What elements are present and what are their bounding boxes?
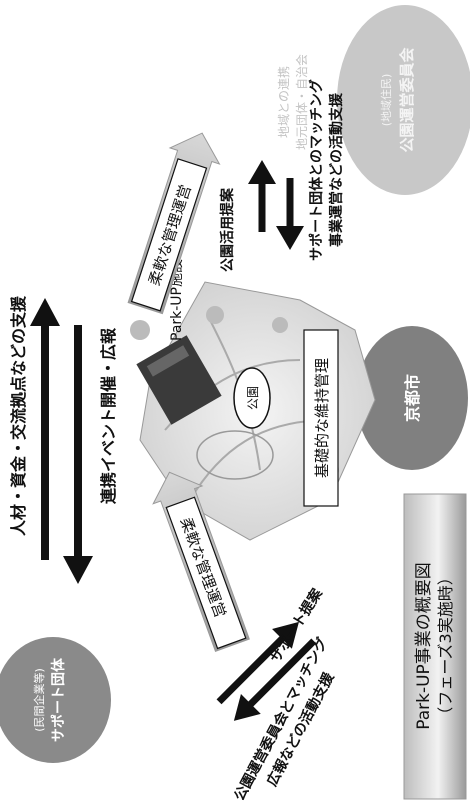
tree-icon — [130, 320, 150, 340]
local-groups-label: 地域との連携 地元団体・自治会 — [276, 54, 309, 150]
committee-up-label: 公園活用提案 — [219, 187, 236, 272]
flexible-ops-top-box — [130, 158, 208, 312]
committee-down-line2: 事業運営などの活動支援 — [328, 92, 345, 247]
park-label: 公園 — [246, 386, 260, 410]
flexible-ops-left-banner: 柔軟な管理運営 — [152, 471, 250, 652]
flexible-ops-left-box — [165, 496, 247, 650]
tree-icon — [272, 317, 288, 333]
kyoto-city-node — [356, 326, 468, 470]
flexible-ops-top-banner: 柔軟な管理運営 — [127, 132, 221, 315]
title-line1: Park-UP事業の概要図 — [414, 562, 434, 730]
arrow-down-head — [63, 556, 93, 584]
park-label-ellipse — [233, 367, 271, 429]
maintenance-box — [303, 329, 339, 507]
center-double-arrow — [30, 298, 93, 584]
support-org-role: (民間企業等) — [32, 668, 46, 732]
support-org-node — [0, 637, 111, 763]
support-double-arrow — [216, 621, 317, 721]
center-up-label: 人材・資金・交流拠点などの支援 — [9, 295, 28, 536]
park-committee-node — [337, 5, 470, 195]
park-committee-role: (地域住民) — [379, 74, 393, 127]
maintenance-label: 基礎的な維持管理 — [313, 358, 331, 478]
title-group: Park-UP事業の概要図 （フェーズ3実施時） — [414, 562, 455, 730]
title-line2: （フェーズ3実施時） — [436, 569, 455, 722]
kyoto-city-name: 京都市 — [403, 374, 422, 422]
support-org-label: (民間企業等) サポート団体 — [32, 657, 67, 742]
arrow-up-head — [30, 298, 60, 326]
support-org-name: サポート団体 — [50, 657, 67, 742]
center-down-label: 連携イベント開催・広報 — [99, 327, 118, 504]
committee-down-line1: サポート団体とのマッチング — [308, 79, 325, 261]
title-box — [403, 493, 467, 800]
local-groups-line2: 地元団体・自治会 — [295, 54, 309, 150]
kyoto-city-label-group: 京都市 — [403, 374, 422, 422]
park-committee-name: 公園運営委員会 — [398, 47, 416, 152]
tree-icon — [206, 306, 224, 324]
facility-building-icon — [136, 335, 222, 425]
park-committee-label: (地域住民) 公園運営委員会 — [379, 47, 416, 152]
facility-roof-icon — [146, 345, 190, 377]
local-groups-line1: 地域との連携 — [276, 66, 291, 138]
committee-double-arrow — [248, 160, 304, 250]
park-lawn — [196, 430, 274, 480]
